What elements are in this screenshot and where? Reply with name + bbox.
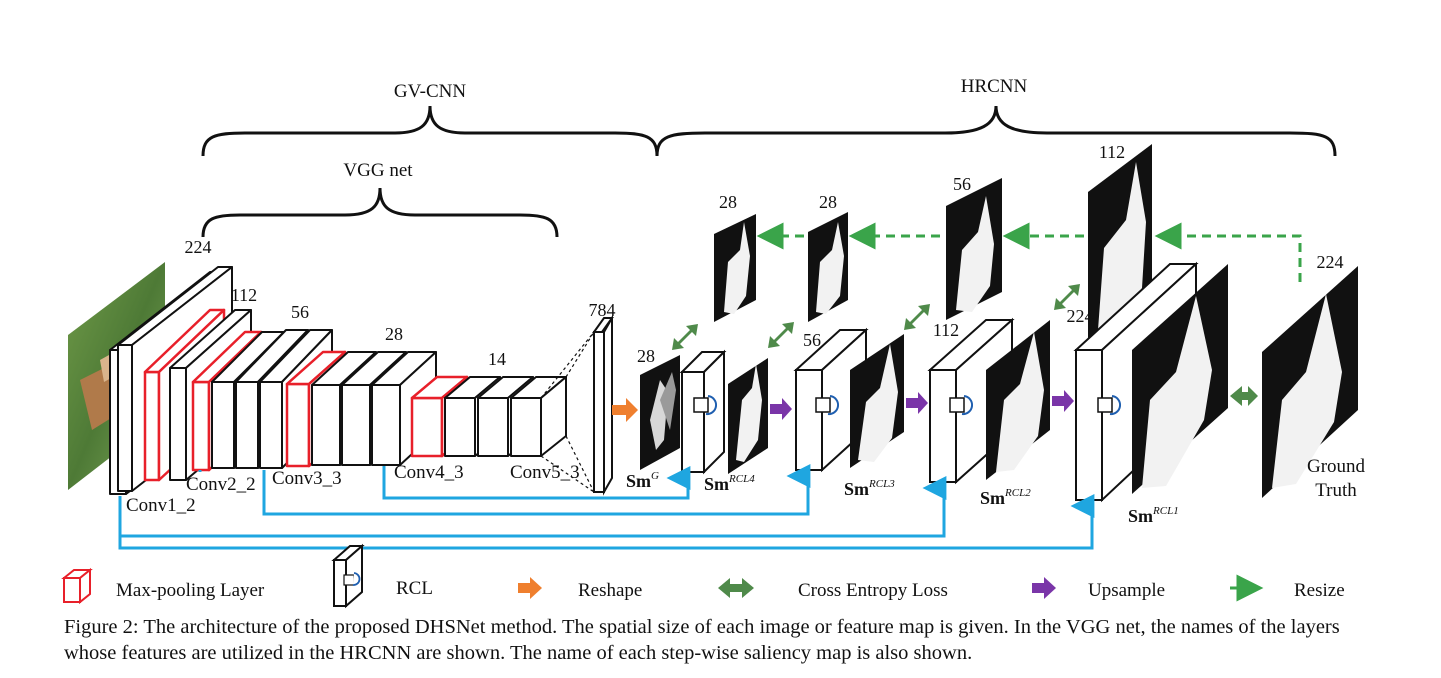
sm-rcl3-label: SmRCL3 bbox=[844, 478, 895, 499]
ground-truth-line2: Truth bbox=[1315, 480, 1357, 501]
sm-rcl1-map bbox=[1132, 264, 1228, 494]
gvcnn-brace bbox=[201, 105, 659, 157]
sm-g-map bbox=[640, 355, 680, 470]
size-784: 784 bbox=[589, 300, 616, 320]
sm-rcl1-label: SmRCL1 bbox=[1128, 505, 1179, 526]
ground-truth-line1: Ground bbox=[1307, 456, 1366, 477]
size-28-smg: 28 bbox=[637, 346, 655, 366]
legend-upsample-icon bbox=[1032, 577, 1056, 599]
sm-rcl2-base: Sm bbox=[980, 488, 1005, 508]
legend-rcl-icon bbox=[331, 543, 365, 609]
size-224-rcl1: 224 bbox=[1067, 306, 1094, 326]
upsample-arrow bbox=[1052, 390, 1074, 412]
size-56-top: 56 bbox=[953, 174, 971, 194]
upsample-arrow bbox=[770, 398, 792, 420]
legend: Max-pooling Layer RCL Reshape Cross Entr… bbox=[61, 543, 1345, 609]
sm-rcl4-label: SmRCL4 bbox=[704, 473, 755, 494]
size-112-vgg: 112 bbox=[231, 285, 257, 305]
sm-g-sup: G bbox=[651, 470, 659, 482]
sm-rcl4-sup: RCL4 bbox=[728, 473, 755, 485]
sm-rcl1-base: Sm bbox=[1128, 506, 1153, 526]
legend-upsample-label: Upsample bbox=[1088, 580, 1165, 601]
size-28-rcl4-top: 28 bbox=[719, 192, 737, 212]
legend-reshape-label: Reshape bbox=[578, 580, 642, 601]
layer-conv2-label: Conv2_2 bbox=[186, 474, 256, 495]
size-28-vgg: 28 bbox=[385, 324, 403, 344]
top-map-56 bbox=[946, 178, 1002, 320]
sm-rcl4-map bbox=[728, 358, 768, 474]
sm-g-base: Sm bbox=[626, 471, 651, 491]
ground-truth-map bbox=[1262, 266, 1358, 498]
reshape-arrow bbox=[612, 398, 638, 422]
size-224-vgg: 224 bbox=[185, 237, 212, 257]
upsample-arrow bbox=[906, 392, 928, 414]
vgg-brace bbox=[201, 187, 559, 238]
skip-connections bbox=[118, 464, 1095, 550]
top-map-112 bbox=[1088, 144, 1152, 338]
hrcnn-brace bbox=[655, 105, 1337, 157]
size-112-rcl2: 112 bbox=[933, 320, 959, 340]
top-map-28-b bbox=[808, 212, 848, 322]
size-28-top-b: 28 bbox=[819, 192, 837, 212]
sm-rcl3-base: Sm bbox=[844, 479, 869, 499]
legend-reshape-icon bbox=[518, 577, 542, 599]
resize-arrows bbox=[756, 222, 1302, 282]
legend-cross-entropy-icon bbox=[718, 578, 754, 598]
figure-caption: Figure 2: The architecture of the propos… bbox=[64, 616, 1340, 664]
cross-entropy-arrows bbox=[672, 284, 1258, 406]
sm-rcl3-map bbox=[850, 334, 904, 468]
sm-rcl2-label: SmRCL2 bbox=[980, 487, 1031, 508]
layer-conv1-label: Conv1_2 bbox=[126, 495, 196, 516]
size-56-rcl3: 56 bbox=[803, 330, 821, 350]
rcl4-block bbox=[679, 349, 727, 475]
legend-cross-entropy-label: Cross Entropy Loss bbox=[798, 580, 948, 601]
sm-g-label: SmG bbox=[626, 470, 659, 491]
fc-layer-784 bbox=[540, 314, 614, 496]
upsample-arrows bbox=[770, 390, 1074, 420]
sm-rcl2-map bbox=[986, 320, 1050, 480]
size-56-vgg: 56 bbox=[291, 302, 309, 322]
legend-maxpool-icon bbox=[61, 567, 93, 605]
size-112-top: 112 bbox=[1099, 142, 1125, 162]
sm-rcl3-sup: RCL3 bbox=[868, 478, 895, 490]
sm-rcl2-sup: RCL2 bbox=[1004, 487, 1031, 499]
size-224-gt: 224 bbox=[1317, 252, 1344, 272]
sm-rcl4-base: Sm bbox=[704, 474, 729, 494]
legend-rcl-label: RCL bbox=[396, 578, 433, 599]
hrcnn-label: HRCNN bbox=[961, 76, 1028, 97]
layer-conv3-label: Conv3_3 bbox=[272, 468, 342, 489]
layer-conv5-label: Conv5_3 bbox=[510, 462, 580, 483]
legend-resize-label: Resize bbox=[1294, 580, 1345, 601]
legend-maxpool-label: Max-pooling Layer bbox=[116, 580, 265, 601]
top-map-28-a bbox=[714, 214, 756, 322]
sm-rcl1-sup: RCL1 bbox=[1152, 505, 1179, 517]
vgg-layers bbox=[109, 266, 567, 495]
gvcnn-label: GV-CNN bbox=[394, 81, 466, 102]
vgg-label: VGG net bbox=[343, 160, 413, 181]
layer-conv4-label: Conv4_3 bbox=[394, 462, 464, 483]
size-14-vgg: 14 bbox=[488, 349, 506, 369]
